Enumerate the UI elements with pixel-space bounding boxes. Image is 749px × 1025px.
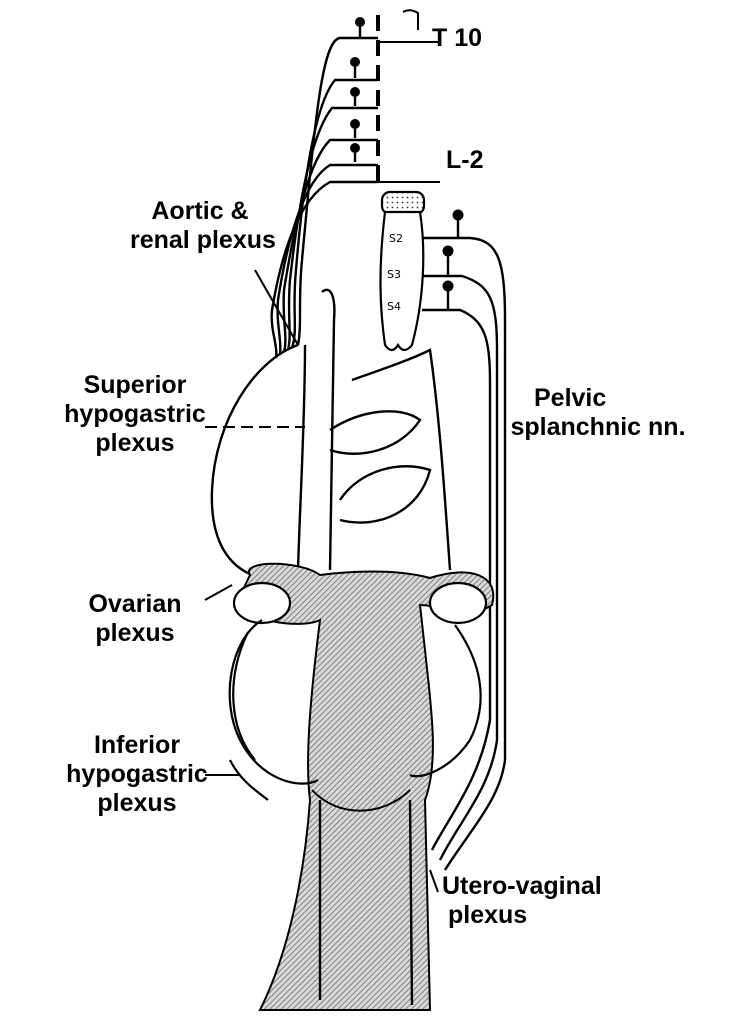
- pelvic-label-line1: Pelvic: [508, 384, 688, 413]
- sacral-ganglion-cells: [443, 210, 464, 292]
- pelvic-label-line2: splanchnic nn.: [508, 413, 688, 442]
- t10-label: T 10: [432, 24, 482, 53]
- superior-hypogastric-plexus-label: Superior hypogastric plexus: [60, 371, 210, 458]
- inferior-hypogastric-plexus-label: Inferior hypogastric plexus: [62, 731, 212, 818]
- ovarian-label-line2: plexus: [70, 619, 200, 648]
- spinal-cord: [378, 10, 440, 185]
- aortic-renal-plexus-label: Aortic & renal plexus: [130, 197, 270, 255]
- l2-label: L-2: [446, 146, 484, 175]
- segment-s2-label: S2: [389, 232, 403, 245]
- segment-s4-label: S4: [387, 300, 401, 313]
- superior-label-line1: Superior: [60, 371, 210, 400]
- ovarian-plexus-label: Ovarian plexus: [70, 590, 200, 648]
- uterovaginal-label-line1: Utero-vaginal: [442, 872, 622, 901]
- uterovaginal-label-line2: plexus: [442, 901, 622, 930]
- ovarian-label-line1: Ovarian: [70, 590, 200, 619]
- segment-s3-label: S3: [387, 268, 401, 281]
- inferior-label-line2: hypogastric: [62, 760, 212, 789]
- inferior-label-line1: Inferior: [62, 731, 212, 760]
- utero-vaginal-plexus-label: Utero-vaginal plexus: [442, 872, 622, 930]
- pelvic-splanchnic-nerves-label: Pelvic splanchnic nn.: [508, 384, 688, 442]
- superior-label-line3: plexus: [60, 429, 210, 458]
- superior-label-line2: hypogastric: [60, 400, 210, 429]
- aortic-label-line1: Aortic &: [130, 197, 270, 226]
- inferior-label-line3: plexus: [62, 789, 212, 818]
- aortic-label-line2: renal plexus: [130, 226, 270, 255]
- uterus-vagina: [238, 564, 493, 1010]
- thoracolumbar-fibres: [272, 25, 378, 358]
